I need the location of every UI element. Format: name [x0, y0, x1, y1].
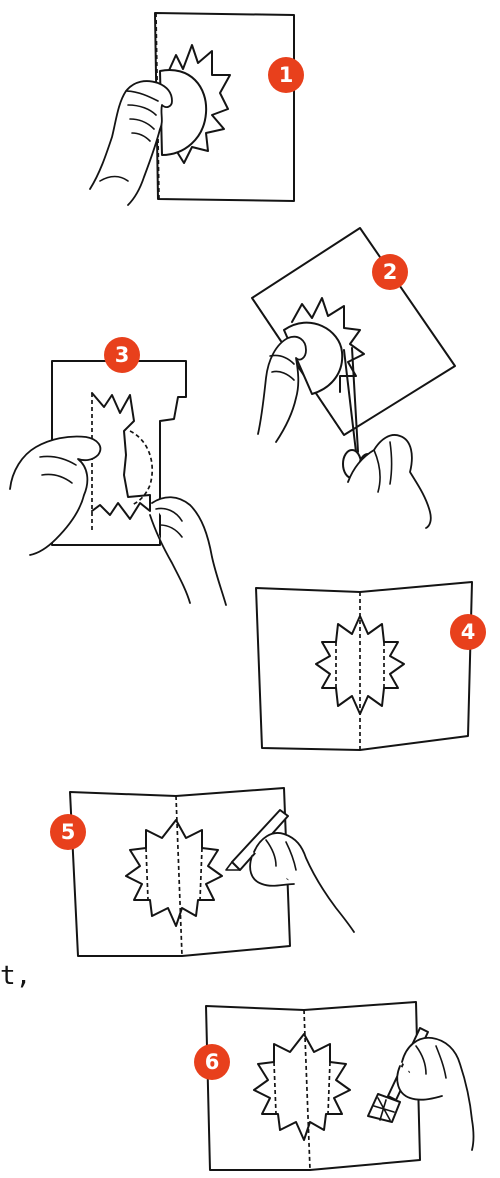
step-1-drawing	[80, 5, 305, 210]
holding-hand	[258, 337, 306, 442]
step-badge-5: 5	[50, 814, 86, 850]
step-1-illustration: 1	[80, 5, 305, 210]
step-5-drawing	[40, 780, 370, 970]
step-3-illustration: 3	[0, 335, 240, 625]
step-6-drawing	[180, 990, 480, 1175]
cutting-hand	[348, 435, 431, 528]
step-4-drawing	[250, 570, 495, 760]
open-card	[256, 582, 472, 750]
right-hand	[150, 497, 226, 605]
step-badge-4: 4	[450, 614, 486, 650]
open-card	[206, 1002, 420, 1170]
step-4-illustration: 4	[250, 570, 495, 760]
left-text-fragment: t,	[0, 963, 31, 989]
step-badge-2: 2	[372, 254, 408, 290]
step-2-drawing	[240, 220, 495, 530]
step-2-illustration: 2	[240, 220, 495, 530]
step-badge-1: 1	[268, 57, 304, 93]
step-6-illustration: 6	[180, 990, 480, 1175]
step-badge-3: 3	[104, 337, 140, 373]
step-5-illustration: 5	[40, 780, 370, 970]
step-3-drawing	[0, 335, 240, 625]
step-badge-6: 6	[194, 1044, 230, 1080]
